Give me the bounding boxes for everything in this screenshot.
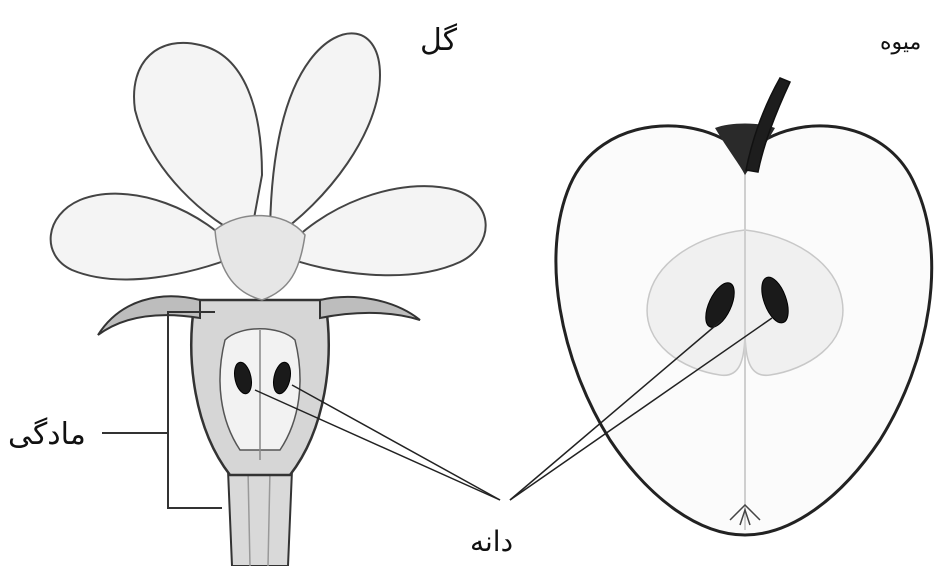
flower-illustration (51, 33, 486, 566)
seed-label: دانه (470, 528, 513, 556)
flower-label: گل (420, 26, 457, 56)
apple-illustration (556, 78, 932, 535)
flower-stalk (228, 470, 292, 566)
flower-center (215, 216, 305, 300)
sepal-left (98, 296, 200, 335)
fruit-label: میوه (880, 32, 921, 54)
pistil-label: مادگی (8, 420, 86, 450)
seed-leader-line (292, 385, 500, 500)
sepal-right (320, 297, 420, 320)
